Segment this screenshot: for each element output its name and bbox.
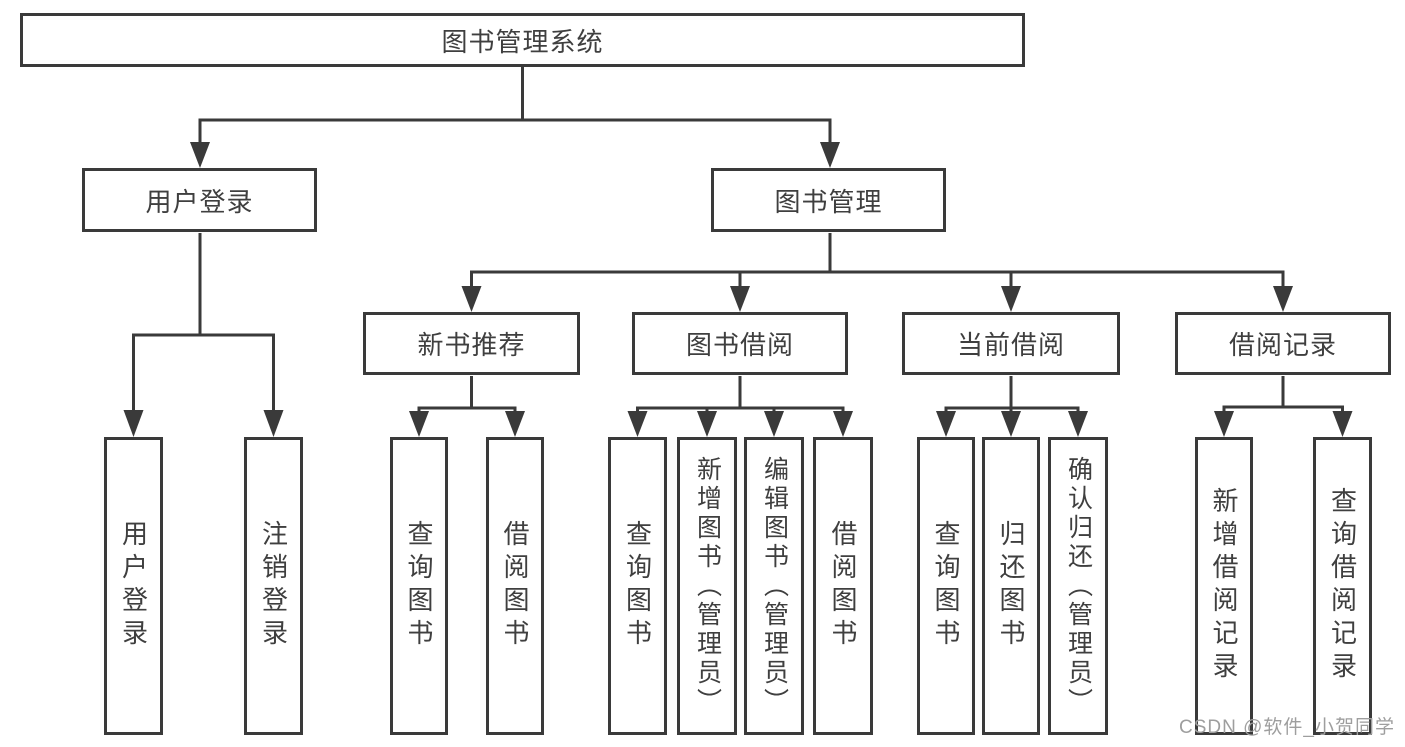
leaf-label: 编辑图书（管理员） bbox=[760, 455, 789, 717]
arrowhead bbox=[461, 286, 482, 312]
node-leaf-add-books-admin: 新增图书（管理员） bbox=[677, 437, 737, 735]
arrowhead bbox=[1332, 411, 1353, 437]
node-leaf-add-borrow-record: 新增借阅记录 bbox=[1195, 437, 1253, 735]
connector-root-bar bbox=[198, 118, 832, 143]
arrowhead bbox=[190, 142, 210, 168]
node-new-book-recommend: 新书推荐 bbox=[363, 312, 580, 375]
arrowhead bbox=[627, 411, 648, 437]
connector-bookmgmt-bar bbox=[470, 270, 1285, 287]
leaf-label: 归还图书 bbox=[996, 520, 1026, 652]
node-leaf-return-books: 归还图书 bbox=[982, 437, 1040, 735]
connector-currentborrow-bar bbox=[944, 376, 1080, 413]
node-leaf-logout: 注销登录 bbox=[244, 437, 303, 735]
node-leaf-borrow-books-borrowing: 借阅图书 bbox=[813, 437, 873, 735]
node-book-management: 图书管理 bbox=[711, 168, 946, 232]
watermark-text: CSDN @软件_小贺同学 bbox=[1179, 717, 1395, 738]
leaf-label: 查询图书 bbox=[404, 520, 434, 652]
node-leaf-confirm-return-admin: 确认归还（管理员） bbox=[1048, 437, 1108, 735]
arrowhead bbox=[820, 142, 840, 168]
leaf-label: 查询图书 bbox=[622, 520, 653, 652]
node-leaf-query-books-current: 查询图书 bbox=[917, 437, 975, 735]
leaf-label: 用户登录 bbox=[118, 520, 149, 652]
arrowhead bbox=[833, 411, 853, 437]
arrowhead bbox=[697, 411, 717, 437]
leaf-label: 借阅图书 bbox=[828, 520, 858, 652]
leaf-label: 查询图书 bbox=[931, 520, 961, 652]
arrowhead bbox=[1068, 411, 1088, 437]
arrowhead bbox=[263, 410, 284, 437]
node-leaf-query-books-borrowing: 查询图书 bbox=[608, 437, 667, 735]
node-book-borrowing: 图书借阅 bbox=[632, 312, 848, 375]
arrowhead bbox=[1001, 411, 1021, 437]
leaf-label: 借阅图书 bbox=[500, 520, 530, 652]
leaf-label: 确认归还（管理员） bbox=[1064, 455, 1093, 717]
node-leaf-query-books-newbook: 查询图书 bbox=[390, 437, 448, 735]
node-library-management-system: 图书管理系统 bbox=[20, 13, 1025, 67]
arrowhead bbox=[936, 411, 956, 437]
node-leaf-borrow-books-newbook: 借阅图书 bbox=[486, 437, 544, 735]
arrowhead bbox=[409, 411, 429, 437]
arrowhead bbox=[1214, 411, 1234, 437]
node-leaf-query-borrow-record: 查询借阅记录 bbox=[1313, 437, 1372, 735]
arrowhead bbox=[730, 286, 750, 312]
arrowhead bbox=[764, 411, 784, 437]
connector-records-bar bbox=[1222, 376, 1344, 413]
leaf-label: 注销登录 bbox=[258, 520, 289, 652]
arrowhead bbox=[505, 411, 525, 437]
node-borrowing-records: 借阅记录 bbox=[1175, 312, 1391, 375]
connector-newbook-bar bbox=[417, 376, 517, 413]
arrowhead bbox=[1273, 286, 1293, 312]
leaf-label: 新增图书（管理员） bbox=[693, 455, 722, 717]
arrowhead bbox=[1001, 286, 1021, 312]
node-user-login: 用户登录 bbox=[82, 168, 317, 232]
leaf-label: 新增借阅记录 bbox=[1209, 487, 1239, 685]
arrowhead bbox=[123, 410, 144, 437]
node-leaf-user-login: 用户登录 bbox=[104, 437, 163, 735]
connector-bookborrow-bar bbox=[636, 376, 845, 413]
leaf-label: 查询借阅记录 bbox=[1327, 487, 1358, 685]
connector-userlogin-bar bbox=[132, 333, 275, 412]
node-current-borrowing: 当前借阅 bbox=[902, 312, 1120, 375]
node-leaf-edit-books-admin: 编辑图书（管理员） bbox=[744, 437, 804, 735]
